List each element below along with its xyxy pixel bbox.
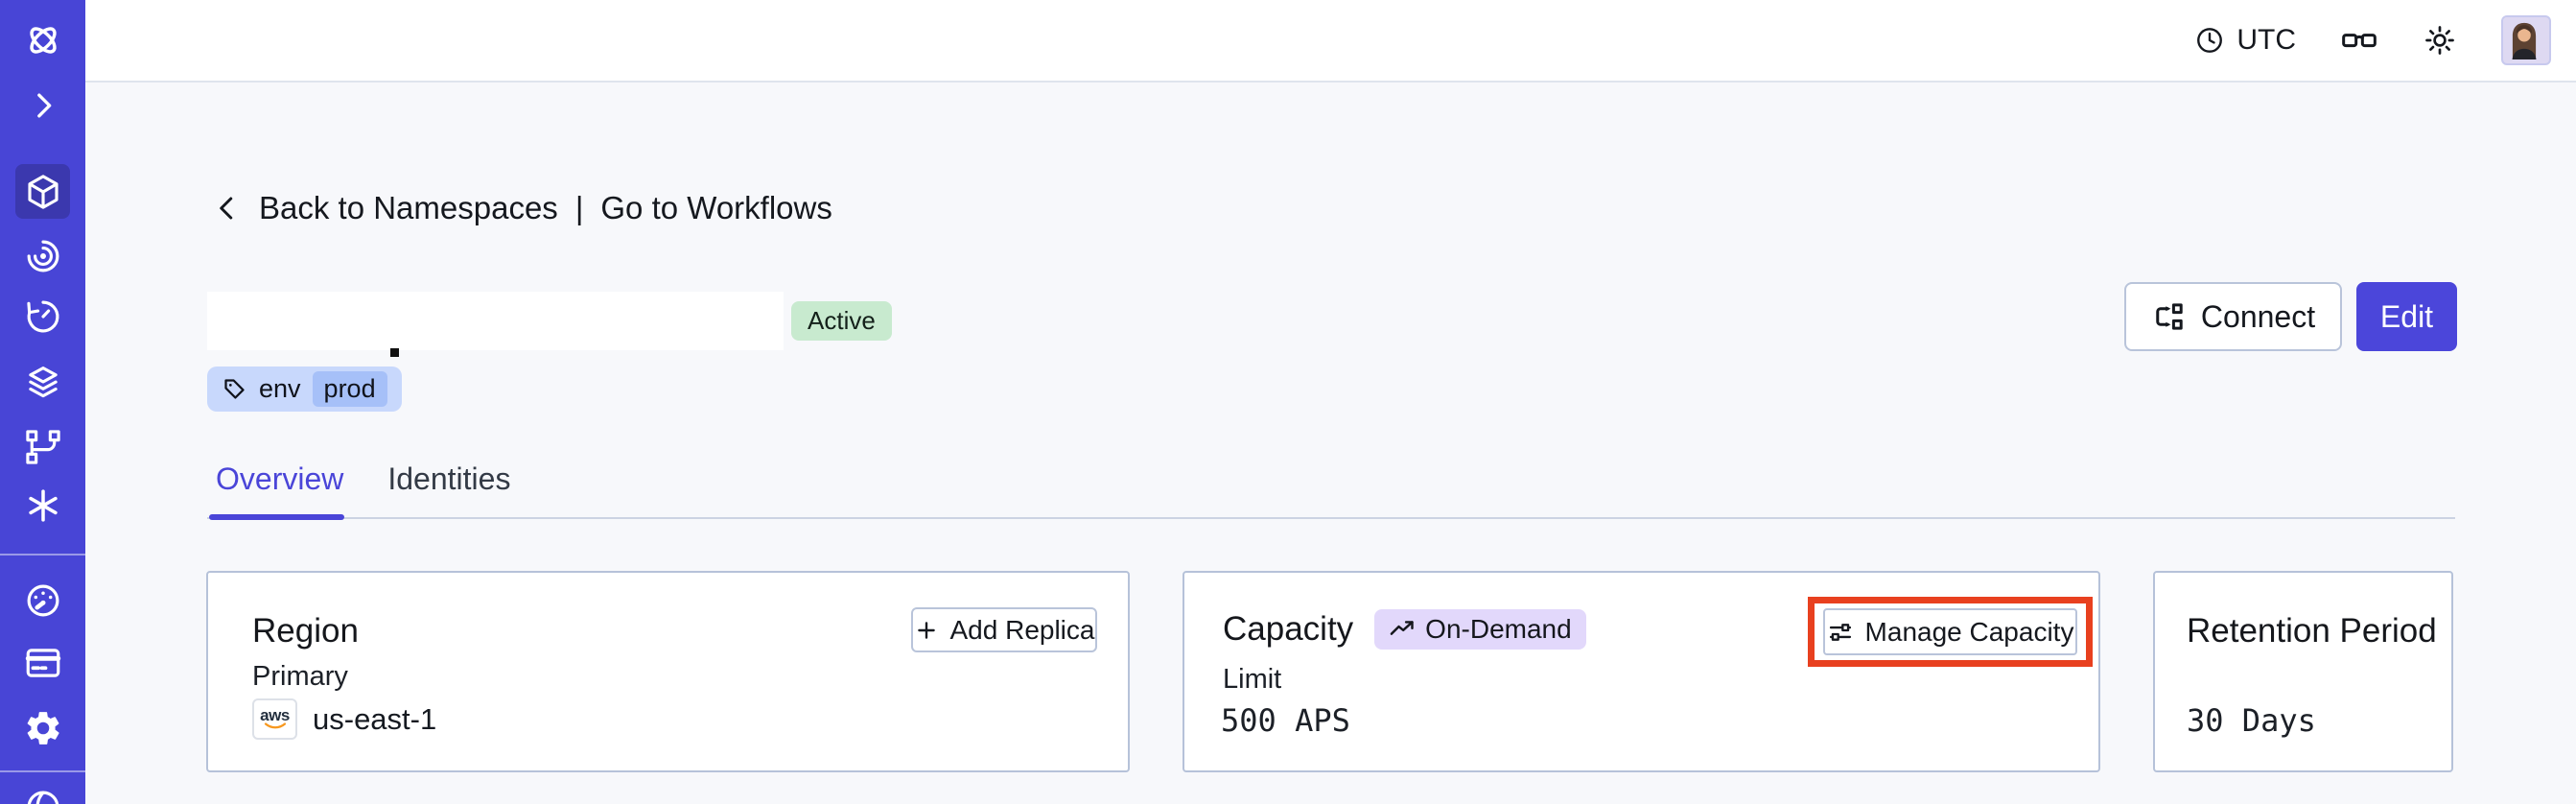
namespace-name-redacted (207, 292, 784, 350)
namespaces-cube-icon (27, 174, 59, 209)
topbar: UTC (85, 0, 2576, 83)
sidebar-item-usage[interactable] (0, 580, 85, 621)
sidebar-item-deployments[interactable] (0, 427, 85, 467)
manage-capacity-label: Manage Capacity (1864, 616, 2074, 647)
timezone-selector[interactable]: UTC (2194, 24, 2296, 57)
labs-glasses-icon[interactable] (2340, 21, 2378, 59)
retention-value: 30 Days (2187, 702, 2316, 739)
user-avatar[interactable] (2501, 15, 2551, 65)
add-replica-button[interactable]: Add Replica (911, 607, 1097, 652)
tab-overview[interactable]: Overview (216, 461, 344, 496)
aws-logo: aws (252, 698, 297, 740)
primary-region-row: aws us-east-1 (252, 698, 436, 740)
billing-card-icon (25, 649, 60, 677)
expand-chevron-icon[interactable] (0, 86, 85, 125)
sidebar-item-namespaces[interactable] (15, 164, 70, 219)
sidebar-item-task-queues[interactable] (0, 363, 85, 403)
ondemand-badge-label: On-Demand (1425, 614, 1572, 644)
sidebar-divider (0, 770, 85, 772)
workflows-spiral-icon (27, 240, 59, 272)
sidebar-divider (0, 554, 85, 556)
tab-identities[interactable]: Identities (387, 461, 511, 496)
sidebar-item-billing[interactable] (0, 643, 85, 683)
settings-gear-icon (27, 712, 59, 745)
schedules-history-icon (26, 300, 59, 333)
timezone-label: UTC (2236, 24, 2296, 56)
aws-smile-icon (264, 722, 286, 729)
sidebar-item-settings[interactable] (0, 708, 85, 748)
tab-bar: Overview Identities (216, 461, 510, 497)
manage-capacity-button[interactable]: Manage Capacity (1823, 608, 2077, 655)
sliders-icon (1829, 623, 1851, 641)
sidebar-item-workflows[interactable] (0, 236, 85, 276)
tag-key: env (259, 374, 301, 403)
clock-icon (2197, 28, 2223, 53)
breadcrumb: Back to Namespaces | Go to Workflows (213, 190, 832, 226)
theme-toggle-sun-icon[interactable] (2423, 23, 2457, 58)
namespace-tag-chip[interactable]: env prod (207, 367, 402, 412)
status-badge: Active (791, 301, 892, 341)
capacity-card: Capacity On-Demand Limit 500 APS Manage … (1183, 571, 2100, 772)
retention-card: Retention Period 30 Days (2153, 571, 2453, 772)
annotation-highlight-box: Manage Capacity (1808, 597, 2093, 667)
edit-button-label: Edit (2379, 298, 2434, 334)
primary-region-value: us-east-1 (313, 701, 437, 736)
sidebar (0, 0, 85, 804)
edit-button[interactable]: Edit (2356, 282, 2457, 351)
redaction-artifact (390, 348, 399, 357)
limit-label: Limit (1223, 664, 1282, 695)
back-chevron-icon[interactable] (213, 192, 242, 225)
region-card: Region Add Replica Primary aws us-east-1 (206, 571, 1130, 772)
sidebar-item-nexus[interactable] (0, 485, 85, 526)
task-queues-layers-icon (28, 367, 58, 398)
primary-label: Primary (252, 661, 348, 692)
trend-up-icon (1390, 621, 1414, 635)
deployments-branch-icon (25, 430, 60, 464)
connect-button[interactable]: Connect (2124, 282, 2342, 351)
capacity-card-title: Capacity (1223, 610, 1354, 648)
breadcrumb-separator: | (574, 190, 584, 225)
region-card-title: Region (252, 612, 359, 650)
ondemand-badge: On-Demand (1374, 609, 1586, 650)
temporal-logo[interactable] (0, 19, 85, 61)
sidebar-item-schedules[interactable] (0, 296, 85, 337)
tab-divider-line (207, 517, 2455, 519)
plus-icon (917, 621, 935, 639)
capacity-title-row: Capacity On-Demand (1223, 609, 1586, 650)
support-globe-icon (27, 791, 59, 804)
active-tab-underline (209, 514, 344, 520)
connect-button-label: Connect (2200, 298, 2316, 334)
connect-flow-icon (2156, 303, 2183, 330)
nexus-asterisk-icon (28, 489, 58, 522)
go-to-workflows-link[interactable]: Go to Workflows (600, 190, 832, 225)
add-replica-label: Add Replica (949, 614, 1095, 645)
back-to-namespaces-link[interactable]: Back to Namespaces (259, 190, 558, 225)
limit-value: 500 APS (1221, 702, 1350, 739)
tag-icon (224, 379, 245, 399)
usage-gauge-icon (27, 584, 59, 617)
retention-card-title: Retention Period (2187, 612, 2437, 650)
sidebar-item-support[interactable] (0, 787, 85, 804)
aws-logo-text: aws (260, 706, 290, 724)
tag-value: prod (312, 371, 387, 407)
